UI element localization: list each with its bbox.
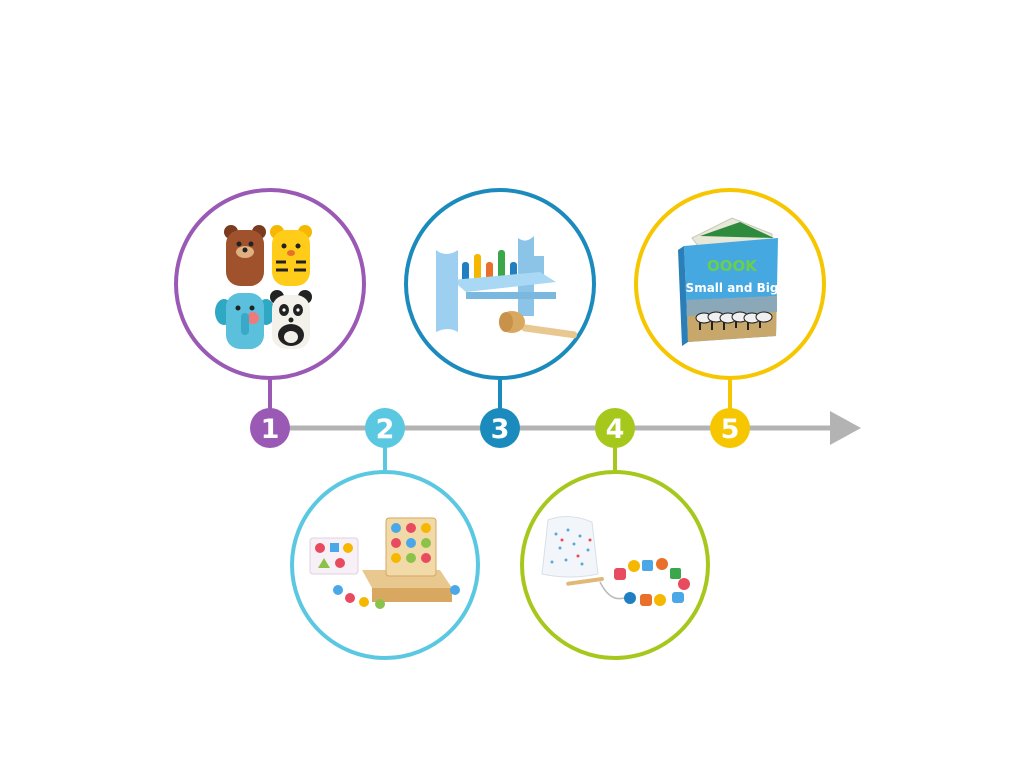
step-1: 1 bbox=[174, 188, 366, 448]
book-title: Small and Big bbox=[686, 281, 779, 295]
step-5: OOOK Small and Big 5 bbox=[634, 188, 826, 448]
timeline-arrowhead bbox=[830, 411, 861, 445]
step-2-marker bbox=[365, 408, 405, 448]
step-3: 3 bbox=[404, 188, 596, 448]
step-1-number: 1 bbox=[261, 414, 280, 445]
pound-bench-image bbox=[436, 236, 578, 339]
step-1-marker bbox=[250, 408, 290, 448]
step-5-marker bbox=[710, 408, 750, 448]
step-3-number: 3 bbox=[491, 414, 510, 445]
step-3-marker bbox=[480, 408, 520, 448]
shape-pegboard-image bbox=[309, 517, 460, 609]
step-2: 2 bbox=[290, 408, 480, 660]
step-5-number: 5 bbox=[721, 414, 740, 445]
step-4-marker bbox=[595, 408, 635, 448]
step-4-number: 4 bbox=[606, 414, 625, 445]
animal-puzzles-image bbox=[215, 225, 312, 349]
board-book-image: OOOK Small and Big bbox=[678, 217, 779, 346]
step-1-circle bbox=[174, 188, 366, 380]
book-brand: OOOK bbox=[707, 257, 758, 275]
lacing-beads-image bbox=[541, 516, 690, 606]
step-2-number: 2 bbox=[376, 414, 395, 445]
step-4: 4 bbox=[520, 408, 710, 660]
